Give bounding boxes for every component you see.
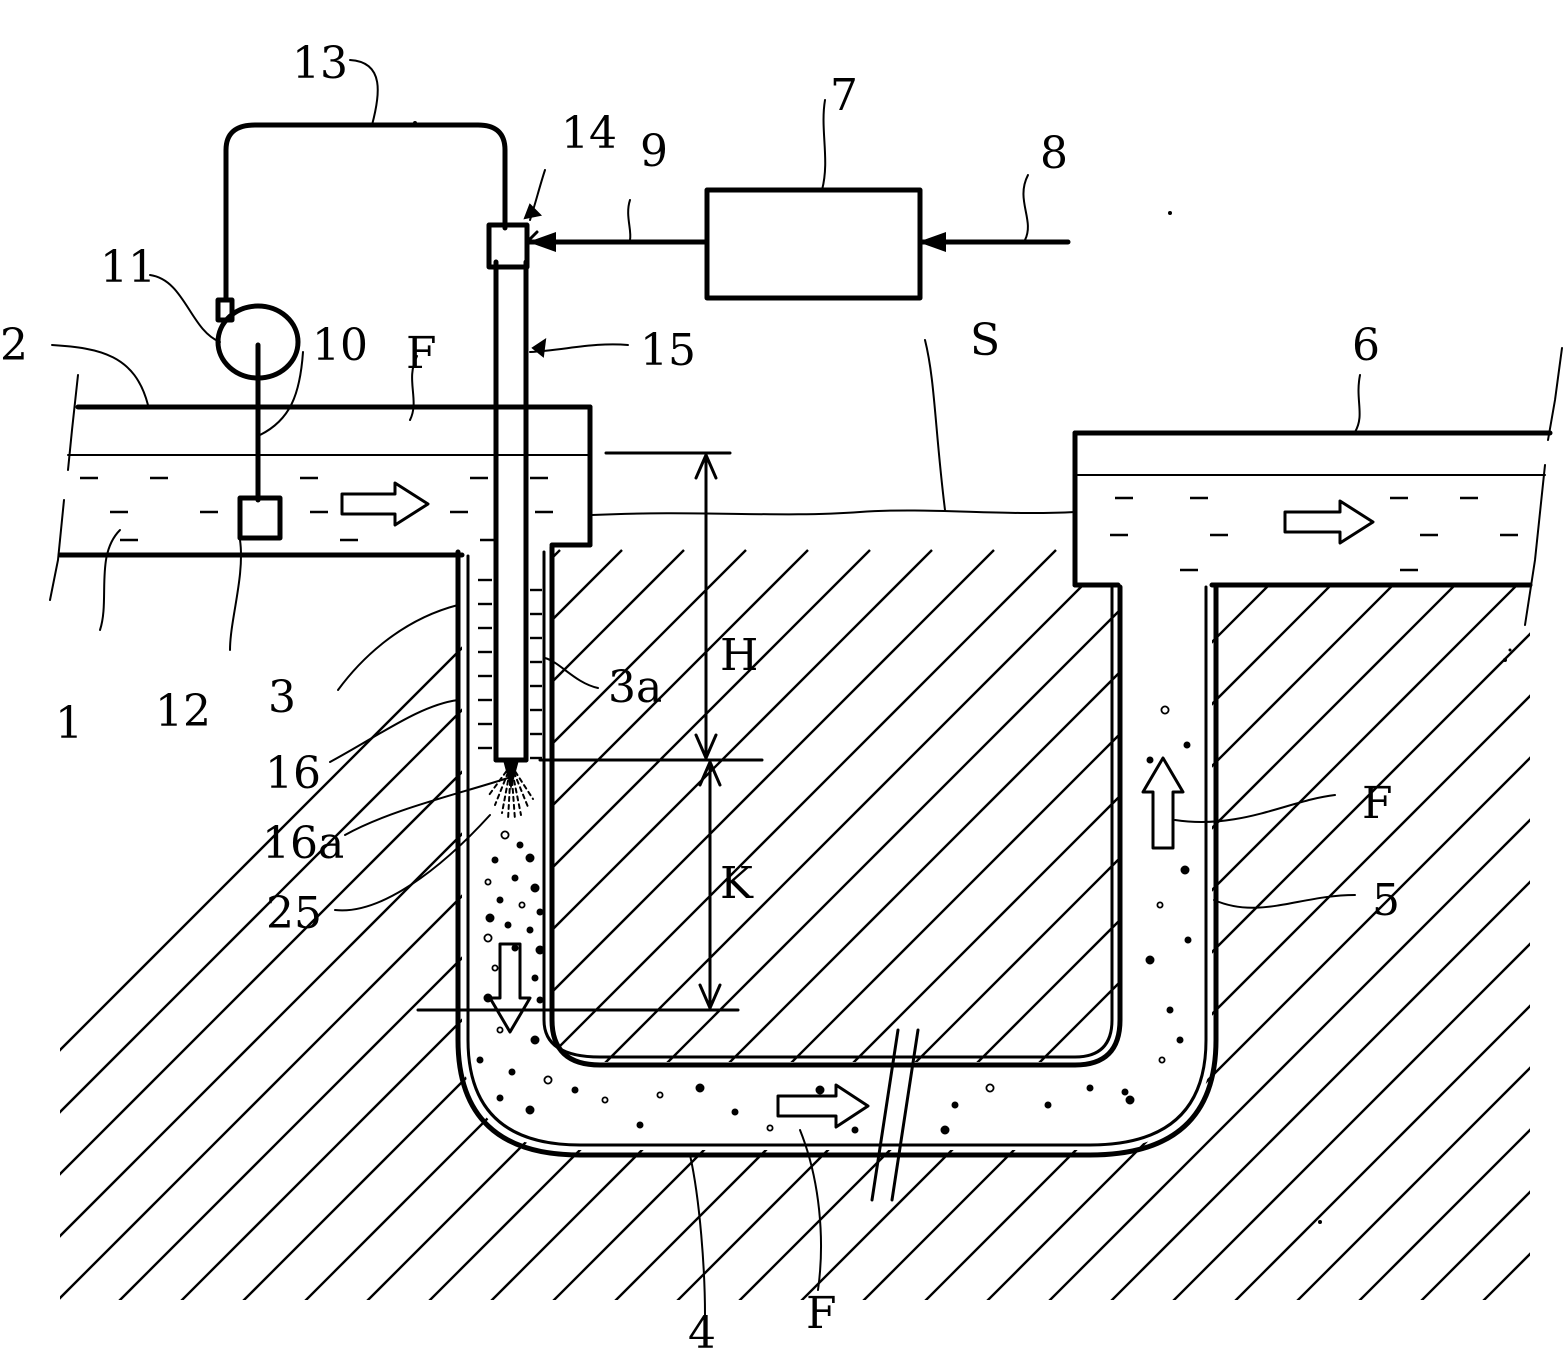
label-16a: 16a: [262, 818, 344, 869]
gas-bubbles: [476, 705, 1192, 1135]
label-11: 11: [100, 242, 156, 293]
label-8: 8: [1040, 128, 1068, 179]
scan-specks: [413, 121, 1512, 1224]
label-10: 10: [312, 320, 368, 371]
label-25: 25: [266, 888, 322, 939]
lance-pipe: [486, 222, 530, 763]
label-F-right: F: [1362, 778, 1393, 829]
ground-hatching: [60, 549, 1530, 1300]
label-5: 5: [1372, 875, 1400, 926]
label-F-top: F: [406, 328, 437, 379]
label-H: H: [720, 630, 758, 681]
water-surface: [591, 509, 1076, 516]
label-7: 7: [830, 70, 858, 121]
label-K: K: [720, 858, 754, 909]
hose-line: [223, 122, 508, 303]
label-2: 2: [0, 320, 28, 371]
label-6: 6: [1352, 320, 1380, 371]
label-S: S: [970, 315, 1000, 366]
label-3: 3: [268, 672, 296, 723]
flow-arrows: [340, 230, 1375, 1129]
label-15: 15: [640, 325, 696, 376]
level-sensor: [215, 297, 301, 541]
label-3a: 3a: [608, 662, 662, 713]
nozzle-spray: [488, 760, 534, 821]
pipe-break-mark: [870, 1028, 920, 1202]
label-9: 9: [640, 126, 668, 177]
leader-lines: [51, 59, 1361, 1316]
inlet-channel: [49, 374, 593, 601]
label-13: 13: [292, 38, 348, 89]
water-dashes: [80, 476, 1518, 572]
label-16: 16: [265, 748, 321, 799]
label-14: 14: [561, 108, 617, 159]
label-1: 1: [55, 698, 83, 749]
label-4: 4: [688, 1308, 716, 1350]
shaft-scale-ticks: [478, 578, 542, 760]
u-pipe: [455, 544, 1219, 1158]
supply-unit: [524, 187, 1071, 301]
label-F-bottom: F: [806, 1288, 837, 1339]
dimension-lines: [416, 451, 764, 1012]
outlet-channel: [1072, 347, 1563, 626]
label-12: 12: [155, 686, 211, 737]
